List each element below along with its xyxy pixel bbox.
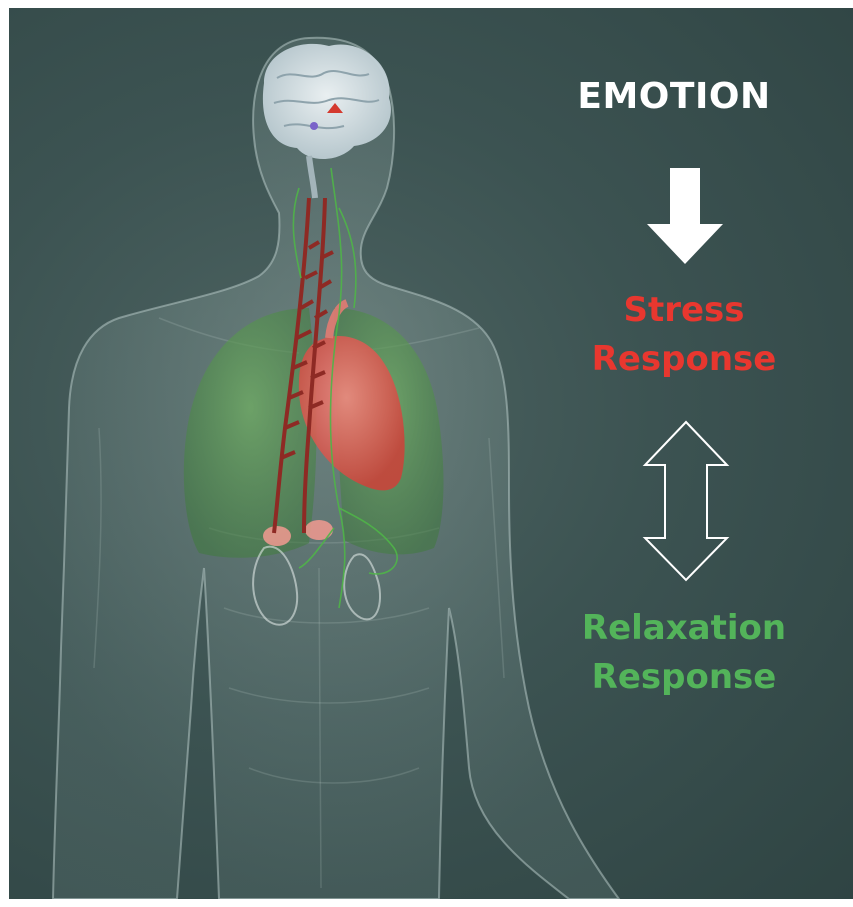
emotion-label: EMOTION (554, 76, 794, 117)
stress-label-line1: Stress (554, 290, 814, 330)
body-silhouette (53, 38, 619, 899)
arrow-down-icon (645, 166, 725, 266)
stress-label-line2: Response (554, 339, 814, 379)
double-arrow-icon (641, 420, 731, 582)
relaxation-label-line2: Response (549, 657, 819, 697)
diagram-panel: EMOTION Stress Response Relaxation Respo… (9, 8, 853, 899)
relaxation-label-line1: Relaxation (549, 608, 819, 648)
